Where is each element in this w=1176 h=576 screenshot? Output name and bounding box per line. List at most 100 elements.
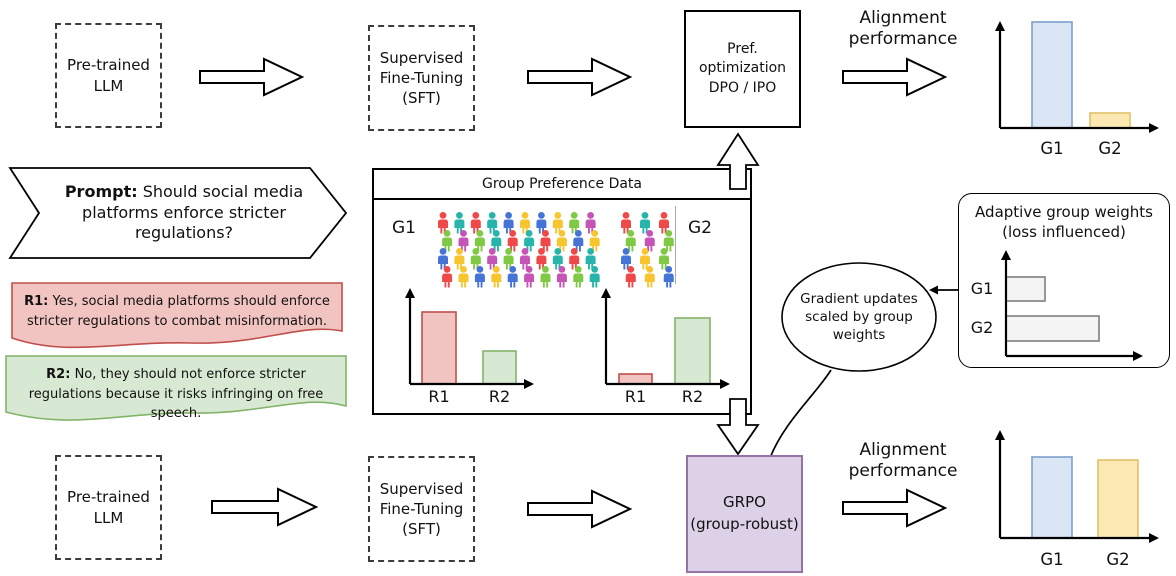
category-label-G1: G1 xyxy=(971,279,994,298)
down-arrow-icon xyxy=(716,398,760,456)
person-icon xyxy=(536,212,547,234)
person-icon xyxy=(507,230,518,252)
bar-G2 xyxy=(1005,315,1100,342)
sft-box-top: Supervised Fine-Tuning (SFT) xyxy=(368,25,475,131)
person-icon xyxy=(640,248,650,270)
person-icon xyxy=(442,230,453,252)
person-icon xyxy=(573,230,584,252)
pref-optimization-box: Pref. optimization DPO / IPO xyxy=(684,10,801,128)
bar-G2 xyxy=(1097,459,1139,539)
crowd-divider xyxy=(675,206,676,284)
block-arrow-icon xyxy=(527,57,633,97)
alignment-performance-label-top: Alignment performance xyxy=(848,8,958,50)
person-icon xyxy=(474,230,485,252)
person-icon xyxy=(569,248,580,270)
person-icon xyxy=(540,266,551,288)
block-arrow-icon xyxy=(527,489,633,529)
group-g1-crowd-icon xyxy=(438,212,600,288)
person-icon xyxy=(503,212,514,234)
person-icon xyxy=(589,266,600,288)
person-icon xyxy=(442,266,453,288)
prompt-prefix: Prompt: xyxy=(64,181,138,201)
person-icon xyxy=(487,212,498,234)
prompt-body: Should social media platforms enforce st… xyxy=(82,181,304,243)
g2-preference-chart: R1 R2 xyxy=(601,288,730,406)
response-r2-shape xyxy=(5,355,347,421)
category-label-G2: G2 xyxy=(1098,139,1121,158)
bar-G1 xyxy=(1031,21,1073,129)
person-icon xyxy=(454,212,465,234)
bar-G1 xyxy=(1031,456,1073,539)
person-icon xyxy=(458,266,469,288)
person-icon xyxy=(640,212,650,234)
person-icon xyxy=(458,230,469,252)
block-arrow-icon xyxy=(199,57,305,97)
person-icon xyxy=(552,212,563,234)
block-arrow-icon xyxy=(211,487,319,527)
person-icon xyxy=(663,230,674,252)
response-r1-body: Yes, social media platforms should enfor… xyxy=(26,294,330,329)
gradient-updates-ellipse-shape xyxy=(781,262,937,372)
g1-preference-chart: R1 R2 xyxy=(405,288,534,406)
person-icon xyxy=(491,230,502,252)
person-icon xyxy=(659,248,669,270)
category-label-G2: G2 xyxy=(971,318,994,337)
prompt-banner-shape xyxy=(8,167,348,259)
person-icon xyxy=(454,248,465,270)
category-label-R1: R1 xyxy=(428,387,449,406)
person-icon xyxy=(573,266,584,288)
response-r2-body: No, they should not enforce stricter reg… xyxy=(28,367,324,421)
pretrained-llm-box-bottom: Pre-trained LLM xyxy=(55,455,162,560)
group-g1-label: G1 xyxy=(392,218,416,238)
group-preference-data-title: Group Preference Data xyxy=(374,170,750,200)
block-arrow-icon xyxy=(842,57,948,97)
category-label-R2: R2 xyxy=(489,387,510,406)
alignment-performance-label-bottom: Alignment performance xyxy=(848,440,958,482)
person-icon xyxy=(470,248,481,270)
sft-box-bottom: Supervised Fine-Tuning (SFT) xyxy=(368,456,475,562)
response-r1-text: R1: Yes, social media platforms should e… xyxy=(20,292,334,331)
person-icon xyxy=(621,248,631,270)
person-icon xyxy=(438,212,448,234)
person-icon xyxy=(524,230,535,252)
person-icon xyxy=(556,266,567,288)
bar-R2 xyxy=(482,350,517,385)
group-g2-label: G2 xyxy=(688,218,712,238)
response-r1-shape xyxy=(11,282,343,349)
person-icon xyxy=(536,248,547,270)
person-icon xyxy=(585,212,596,234)
person-icon xyxy=(540,230,551,252)
person-icon xyxy=(470,212,481,234)
bar-R1 xyxy=(421,311,457,385)
person-icon xyxy=(487,248,498,270)
category-label-G1: G1 xyxy=(1040,550,1063,569)
person-icon xyxy=(503,248,514,270)
person-icon xyxy=(663,266,674,288)
block-arrow-icon xyxy=(842,488,948,528)
adaptive-weights-box: Adaptive group weights (loss influenced)… xyxy=(958,193,1170,368)
category-label-R2: R2 xyxy=(682,387,703,406)
person-icon xyxy=(524,266,535,288)
bar-R2 xyxy=(674,317,711,385)
person-icon xyxy=(438,248,448,270)
pretrained-llm-box-top: Pre-trained LLM xyxy=(55,23,162,128)
category-label-R1: R1 xyxy=(625,387,646,406)
category-label-G1: G1 xyxy=(1040,139,1063,158)
group-g2-crowd-icon xyxy=(621,212,674,288)
adaptive-weights-title: Adaptive group weights (loss influenced) xyxy=(975,203,1153,241)
person-icon xyxy=(520,212,530,234)
ellipse-to-grpo-connector xyxy=(769,369,832,459)
person-icon xyxy=(625,266,636,288)
person-icon xyxy=(659,212,669,234)
person-icon xyxy=(491,266,502,288)
person-icon xyxy=(644,266,655,288)
person-icon xyxy=(474,266,485,288)
person-icon xyxy=(644,230,655,252)
prompt-text: Prompt: Should social media platforms en… xyxy=(48,175,320,251)
response-r2-prefix: R2: xyxy=(46,367,71,382)
person-icon xyxy=(556,230,567,252)
person-icon xyxy=(589,230,600,252)
